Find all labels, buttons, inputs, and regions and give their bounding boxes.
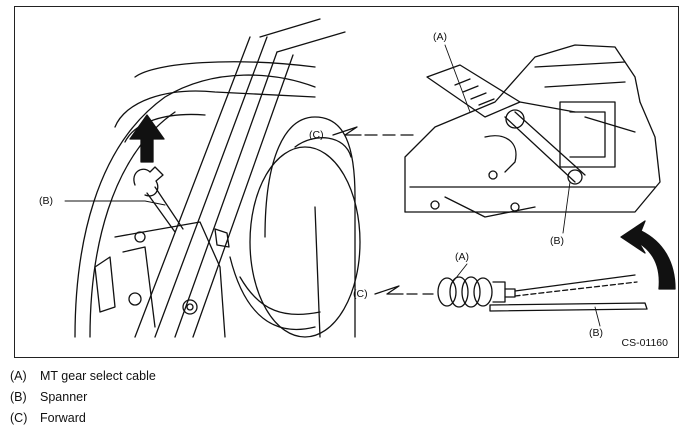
label-c-top: (C) — [309, 129, 324, 141]
up-arrow-icon — [129, 114, 165, 163]
rotation-arrow-icon — [620, 220, 676, 290]
legend-text: MT gear select cable — [40, 369, 156, 383]
label-a-detail: (A) — [455, 251, 469, 263]
label-b-center: (B) — [550, 235, 564, 247]
shift-linkage-view — [404, 44, 661, 218]
legend-key: (A) — [10, 369, 27, 383]
legend-item: (B) Spanner — [10, 387, 670, 408]
technical-drawing — [64, 18, 676, 338]
legend-text: Forward — [40, 411, 86, 425]
engine-bay-view — [74, 18, 361, 338]
legend-key: (C) — [10, 411, 28, 425]
label-b-left: (B) — [39, 195, 53, 207]
figure-code: CS-01160 — [621, 337, 668, 349]
spanner-detail-view — [437, 274, 648, 312]
label-b-detail: (B) — [589, 327, 603, 339]
legend-text: Spanner — [40, 390, 88, 404]
legend-key: (B) — [10, 390, 27, 404]
legend: (A) MT gear select cable (B) Spanner (C)… — [10, 366, 670, 429]
label-a-top: (A) — [433, 31, 447, 43]
legend-item: (C) Forward — [10, 408, 670, 429]
illustration-frame: (A) (C) (B) (B) (A) (C) (B) CS-01160 — [14, 6, 679, 358]
label-c-detail: (C) — [353, 288, 368, 300]
legend-item: (A) MT gear select cable — [10, 366, 670, 387]
